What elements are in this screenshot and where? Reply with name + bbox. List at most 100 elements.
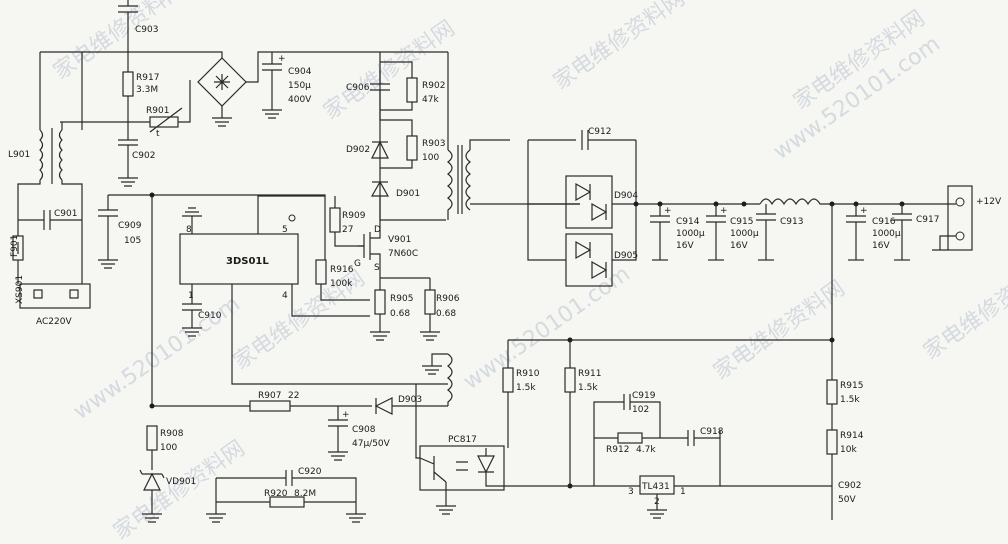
chip-pin-5: 5 — [282, 225, 288, 235]
r916-value: 100k — [330, 279, 353, 289]
ac220v-label: AC220V — [36, 317, 72, 327]
output-inductor — [759, 198, 956, 206]
r905-label: R905 — [390, 294, 413, 304]
watermark-cn-6: 家电维修资料网 — [709, 276, 850, 385]
d905-label: D905 — [614, 251, 638, 261]
r914-label: R914 — [840, 431, 864, 441]
c908-value: 47μ/50V — [352, 439, 391, 449]
d901-label: D901 — [396, 189, 420, 199]
output-12v-label: +12V — [976, 197, 1002, 207]
feedback-loop: R910 1.5k R911 1.5k PC817 TL431 3 2 1 C9… — [415, 337, 864, 520]
r902-value: 47k — [422, 95, 439, 105]
resistor-r903 — [406, 135, 418, 161]
c915-label: C915 — [730, 217, 753, 227]
d904-label: D904 — [614, 191, 638, 201]
c915-cap: 1000μ — [730, 229, 759, 239]
secondary-rectifier: C912 D904 D905 — [527, 127, 760, 287]
c902-label: C902 — [132, 151, 155, 161]
r912-label: R912 — [606, 445, 629, 455]
resistor-r916 — [315, 259, 327, 285]
resistor-r906 — [424, 289, 436, 315]
c913-label: C913 — [780, 217, 803, 227]
resistor-r911 — [564, 367, 576, 393]
c918-label: C918 — [700, 427, 724, 437]
chip-pin-8: 8 — [186, 225, 192, 235]
aux-supply: R907 22 D903 + C908 47μ/50V R908 100 VD9… — [139, 192, 448, 523]
d903-label: D903 — [398, 395, 422, 405]
c906-label: C906 — [346, 83, 370, 93]
r911-label: R911 — [578, 369, 601, 379]
r908-label: R908 — [160, 429, 184, 439]
c916-label: C916 — [872, 217, 896, 227]
c904-volt: 400V — [288, 95, 312, 105]
output-connector — [947, 185, 973, 251]
c916-cap: 1000μ — [872, 229, 901, 239]
r901-label: R901 — [146, 106, 169, 116]
v901-part: 7N60C — [388, 249, 418, 259]
r906-label: R906 — [436, 294, 460, 304]
c903-label: C903 — [135, 25, 158, 35]
c901-label: C901 — [54, 209, 77, 219]
c916-volt: 16V — [872, 241, 890, 251]
r907-value: 22 — [288, 391, 299, 401]
c908-plus: + — [342, 410, 350, 420]
tl431-pin-1: 1 — [680, 487, 686, 497]
c919-label: C919 — [632, 391, 656, 401]
c915-volt: 16V — [730, 241, 748, 251]
r910-value: 1.5k — [516, 383, 536, 393]
r911-value: 1.5k — [578, 383, 598, 393]
diode-d904 — [565, 175, 613, 229]
xs901-label: XS901 — [15, 275, 25, 304]
r909-label: R909 — [342, 211, 366, 221]
r916-label: R916 — [330, 265, 354, 275]
c908-label: C908 — [352, 425, 376, 435]
mosfet-source-label: S — [374, 263, 380, 273]
resistor-r915 — [826, 379, 838, 405]
watermark-cn-1: 家电维修资料网 — [49, 0, 190, 85]
c916-plus: + — [860, 206, 868, 216]
tl431-pin-3: 3 — [628, 487, 634, 497]
resistor-r910 — [502, 367, 514, 393]
watermark-cn-5: 家电维修资料网 — [109, 436, 250, 544]
c904-label: C904 — [288, 67, 312, 77]
r915-label: R915 — [840, 381, 863, 391]
chip-pin-4: 4 — [282, 291, 288, 301]
r920-value: 8.2M — [294, 489, 316, 499]
c915-plus: + — [720, 206, 728, 216]
resistor-r907 — [249, 400, 291, 412]
watermark-layer: 家电维修资料网 家电维修资料网 家电维修资料网 家电维修资料网 www.5201… — [49, 0, 1008, 544]
vd901-label: VD901 — [166, 477, 196, 487]
resistor-r905 — [374, 289, 386, 315]
v901-label: V901 — [388, 235, 411, 245]
tl431-label: TL431 — [641, 482, 670, 492]
input-section: C903 R917 3.3M R901 t C902 L901 C901 F90… — [8, 0, 448, 327]
chip-name: 3DS01L — [226, 256, 269, 267]
r903-value: 100 — [422, 153, 439, 163]
r905-value: 0.68 — [390, 309, 410, 319]
r906-value: 0.68 — [436, 309, 456, 319]
c920-label: C920 — [298, 467, 322, 477]
c904-plus: + — [278, 54, 286, 64]
watermark-cn-3: 家电维修资料网 — [549, 0, 690, 95]
r907-label: R907 — [258, 391, 281, 401]
r912-value: 4.7k — [636, 445, 656, 455]
c914-plus: + — [664, 206, 672, 216]
watermark-cn-7: 家电维修资料网 — [919, 256, 1008, 365]
c902b-value: 50V — [838, 495, 856, 505]
watermark-cn-2: 家电维修资料网 — [319, 16, 460, 125]
d902-label: D902 — [346, 145, 370, 155]
c902b-label: C902 — [838, 481, 861, 491]
pwm-controller: 3DS01L 8 5 1 4 C910 R909 27 R916 100k — [179, 195, 448, 385]
watermark-url-3: www.520101.com — [459, 261, 635, 394]
plug-xs901 — [19, 283, 91, 309]
mosfet-gate-label: G — [354, 259, 361, 269]
resistor-r917 — [122, 71, 134, 97]
r917-value: 3.3M — [136, 85, 158, 95]
c910-label: C910 — [198, 311, 222, 321]
f901-label: F901 — [10, 235, 20, 257]
r903-label: R903 — [422, 139, 445, 149]
c912-label: C912 — [588, 127, 611, 137]
resistor-r914 — [826, 429, 838, 455]
c914-cap: 1000μ — [676, 229, 705, 239]
